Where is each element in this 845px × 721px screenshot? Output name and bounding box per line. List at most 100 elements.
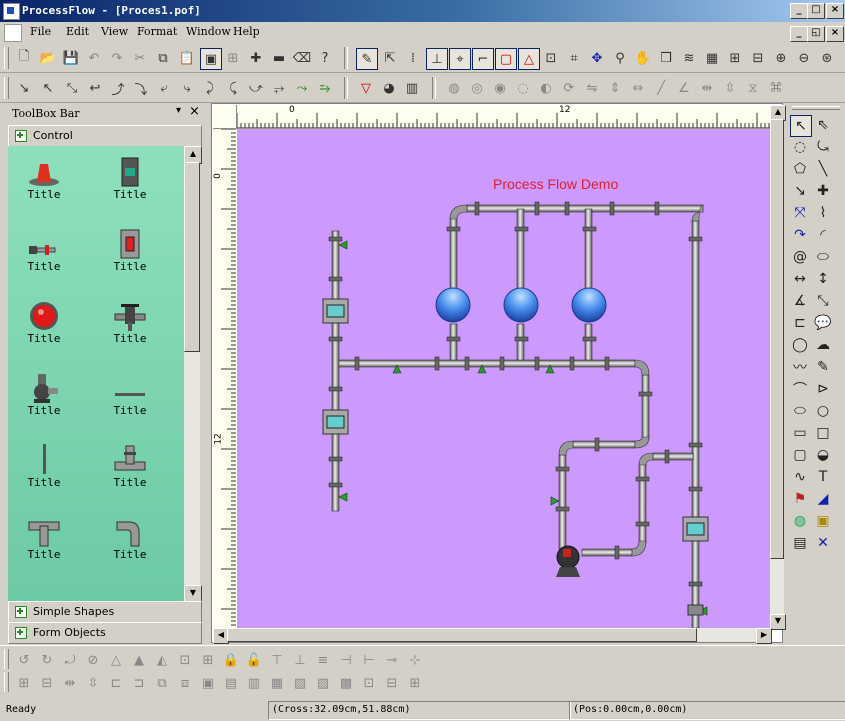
zoom-in-plus-icon[interactable]: ✚ <box>250 50 262 66</box>
hand-pan-icon[interactable]: ✋ <box>634 50 652 66</box>
flip-icon[interactable]: ⇋ <box>586 80 598 96</box>
toolbox-item[interactable]: Title <box>14 296 74 345</box>
align-tool-16-icon[interactable]: ⊸ <box>386 652 398 668</box>
diagonal-dimension-icon[interactable]: ⤡ <box>817 293 829 309</box>
zoom-in-icon[interactable]: ⊕ <box>775 50 787 66</box>
cross-line-icon[interactable]: ✚ <box>817 183 829 199</box>
pencil-icon[interactable]: ✎ <box>817 359 829 375</box>
arrange-tool-8-icon[interactable]: ▣ <box>201 675 215 691</box>
grid-toggle-icon[interactable]: ⊞ <box>227 50 239 66</box>
spiral-icon[interactable]: @ <box>793 249 807 265</box>
scroll-right-icon[interactable]: ▶ <box>756 628 772 644</box>
menu-edit[interactable]: Edit <box>66 25 90 38</box>
line-icon[interactable]: ╱ <box>657 80 665 96</box>
arrange-tool-17-icon[interactable]: ⊞ <box>409 675 421 691</box>
toolbox-item[interactable] <box>14 584 74 601</box>
minimize-button[interactable]: _ <box>790 3 808 19</box>
pie-chart-icon[interactable]: ◕ <box>383 80 395 96</box>
arrange-tool-14-icon[interactable]: ▩ <box>339 675 353 691</box>
canvas-vertical-scrollbar[interactable]: ▲ ▼ <box>770 105 786 630</box>
rectangle-tool-icon[interactable]: ▭ <box>793 425 807 441</box>
toolbox-item[interactable]: Title <box>14 224 74 273</box>
center-v-icon[interactable]: ⇳ <box>724 80 736 96</box>
connector-tool-icon[interactable]: ⤧ <box>794 205 806 221</box>
menu-format[interactable]: Format <box>137 25 178 38</box>
ungroup-icon[interactable]: ◎ <box>471 80 483 96</box>
align-tool-0-icon[interactable]: ↺ <box>18 652 30 668</box>
grid-icon[interactable]: ▦ <box>705 50 719 66</box>
window-frame-icon[interactable]: ▤ <box>793 535 807 551</box>
save-icon[interactable]: 💾 <box>62 50 80 66</box>
dimension-h-icon[interactable]: ↔ <box>794 271 806 287</box>
arrange-tool-9-icon[interactable]: ▤ <box>224 675 238 691</box>
arrange-tool-3-icon[interactable]: ⇳ <box>87 675 99 691</box>
image-icon[interactable]: ▣ <box>816 513 830 529</box>
square-tool-icon[interactable]: □ <box>816 425 830 441</box>
cut-icon[interactable]: ✂ <box>134 50 146 66</box>
toolbox-item[interactable]: Title <box>14 512 74 561</box>
lasso-icon[interactable]: ◌ <box>793 139 807 155</box>
resize-icon[interactable]: ⊡ <box>545 50 557 66</box>
align-tool-7-icon[interactable]: ⊡ <box>179 652 191 668</box>
toolbar-grip[interactable] <box>4 47 9 69</box>
arrange-tool-13-icon[interactable]: ▨ <box>316 675 330 691</box>
vertical-ruler[interactable]: 0 12 <box>213 129 238 634</box>
toolbox-item[interactable]: Title <box>100 224 160 273</box>
drawing-canvas[interactable]: Process Flow Demo <box>237 129 770 628</box>
bezier-icon[interactable]: ⌒ <box>793 382 807 398</box>
toolbox-toggle-icon[interactable]: ▣ <box>200 48 222 70</box>
rect-select-icon[interactable]: ▢ <box>495 48 517 70</box>
toolbar-grip[interactable] <box>4 77 9 99</box>
palette-grip[interactable] <box>792 106 840 110</box>
distribute-icon[interactable]: ⇕ <box>609 80 621 96</box>
flag-icon[interactable]: ⚑ <box>793 491 807 507</box>
scroll-thumb[interactable] <box>227 628 697 642</box>
angle-icon[interactable]: ∠ <box>678 80 690 96</box>
scroll-down-icon[interactable]: ▼ <box>770 614 786 630</box>
connector-link-icon[interactable]: ⥅ <box>273 80 285 96</box>
globe-icon[interactable]: ◍ <box>793 513 807 529</box>
align-tool-1-icon[interactable]: ↻ <box>41 652 53 668</box>
close-button[interactable]: × <box>826 3 844 19</box>
toolbox-item[interactable]: Title <box>14 440 74 489</box>
arc-icon[interactable]: ◜ <box>820 227 826 243</box>
align-tool-15-icon[interactable]: ⊢ <box>363 652 375 668</box>
connector-elbow-icon[interactable]: ⤴ <box>111 82 125 98</box>
maximize-button[interactable]: □ <box>807 3 825 19</box>
toolbox-item[interactable] <box>100 584 160 601</box>
snap-grid-icon[interactable]: ⁞ <box>410 50 416 66</box>
horizontal-ruler[interactable]: 0 12 <box>237 105 782 130</box>
arrange-tool-12-icon[interactable]: ▧ <box>293 675 307 691</box>
eraser-icon[interactable]: ⌫ <box>292 50 312 66</box>
polygon-select-icon[interactable]: ⬠ <box>793 161 807 177</box>
bar-chart-icon[interactable]: ▥ <box>405 80 419 96</box>
center-h-icon[interactable]: ⇹ <box>701 80 713 96</box>
copy-icon[interactable]: ⧉ <box>158 50 168 66</box>
align-tool-8-icon[interactable]: ⊞ <box>202 652 214 668</box>
speech-bubble-icon[interactable]: 💬 <box>814 315 832 331</box>
document-icon[interactable] <box>4 24 22 42</box>
connector-elbow2-icon[interactable]: ⤵ <box>134 82 148 98</box>
align-tool-17-icon[interactable]: ⊹ <box>409 652 421 668</box>
line-tool-icon[interactable]: ╲ <box>818 161 828 177</box>
connector-arrow-icon[interactable]: ↖ <box>42 80 54 96</box>
section-simple-shapes[interactable]: Simple Shapes <box>8 601 202 623</box>
triangle-icon[interactable]: △ <box>518 48 540 70</box>
ruler-icon[interactable]: ⊟ <box>752 50 764 66</box>
callout-icon[interactable]: ⊏ <box>794 315 806 331</box>
stack-icon[interactable]: ≋ <box>683 50 695 66</box>
cloud-callout-icon[interactable]: ☁ <box>816 337 830 353</box>
arrange-tool-4-icon[interactable]: ⊏ <box>110 675 122 691</box>
align-tool-14-icon[interactable]: ⊣ <box>340 652 352 668</box>
toolbox-item[interactable]: Title <box>100 296 160 345</box>
crosshair-icon[interactable]: ⌖ <box>449 48 471 70</box>
arrange-tool-7-icon[interactable]: ⧈ <box>180 675 190 691</box>
zoom-out-minus-icon[interactable]: ▬ <box>272 50 286 66</box>
toolbar-grip[interactable] <box>4 649 9 669</box>
arrange-tool-2-icon[interactable]: ⇹ <box>64 675 76 691</box>
ellipse-arc-icon[interactable]: ⬭ <box>817 249 829 265</box>
section-control[interactable]: Control <box>8 125 202 147</box>
connector-straight-icon[interactable]: ↘ <box>18 80 30 96</box>
align-tool-2-icon[interactable]: ⤾ <box>64 652 76 668</box>
toolbox-item[interactable]: Title <box>14 152 74 201</box>
